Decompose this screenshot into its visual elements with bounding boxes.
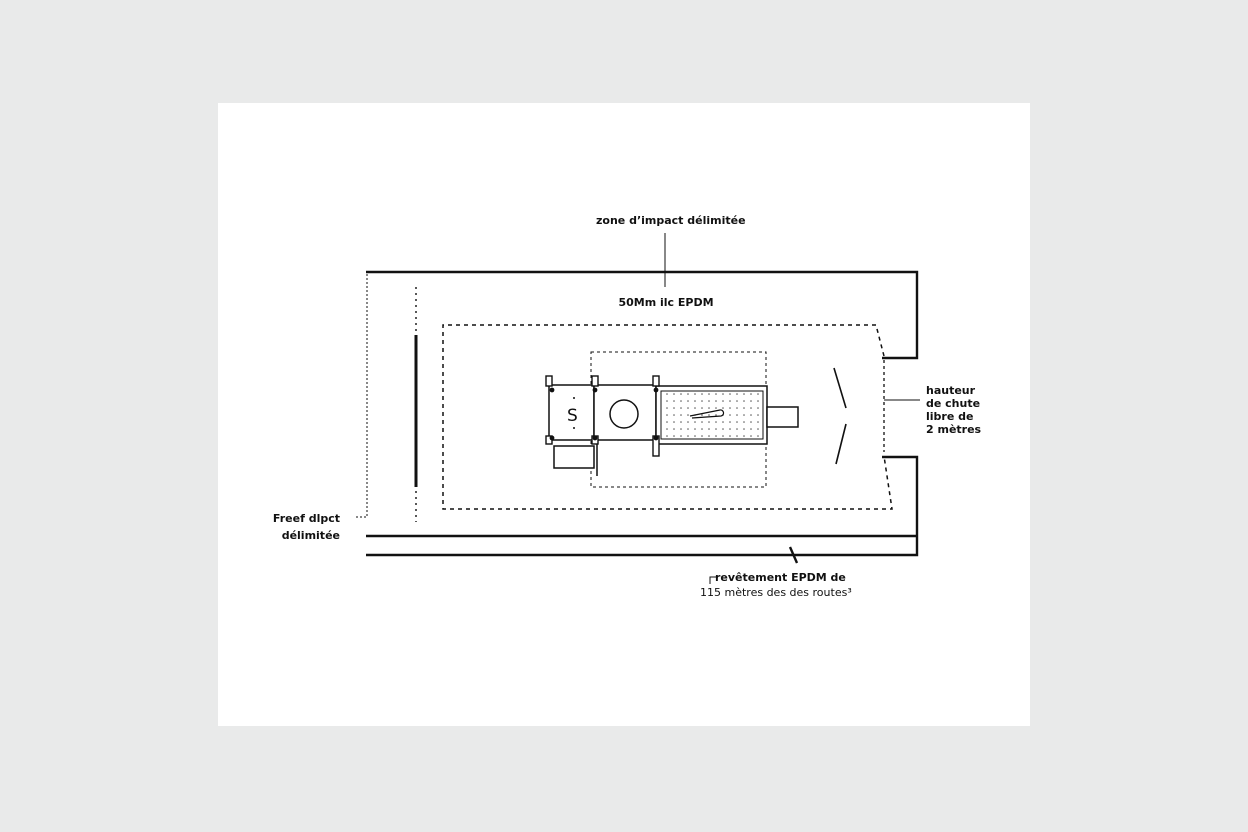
fall-height-label: hauteur de chute libre de 2 mètres [926, 384, 981, 436]
post [545, 375, 553, 387]
bolt [653, 387, 659, 393]
surface-label-line1: revêtement EPDM de [715, 571, 846, 584]
play-structure: S [545, 375, 799, 476]
bolt [573, 397, 575, 399]
step-block [553, 445, 595, 469]
fall-height-line: hauteur [926, 384, 976, 397]
slide-bed [660, 390, 764, 440]
module-letter: S [567, 406, 578, 426]
free-zone-edge [356, 274, 368, 518]
bolt [653, 435, 659, 441]
post-bolts [549, 387, 659, 441]
swing-stroke-top [833, 367, 847, 409]
fall-height-line: de chute [926, 397, 981, 410]
impact-zone-boundary [442, 324, 893, 510]
fall-height-line: 2 mètres [926, 423, 982, 436]
post [652, 375, 660, 387]
bolt [592, 387, 598, 393]
surface-callout-mark [709, 576, 716, 584]
slide-handle [689, 409, 725, 419]
fall-height-line: libre de [926, 410, 974, 423]
slide-exit [766, 406, 799, 428]
porthole-circle [609, 399, 639, 429]
surface-callout-tick [788, 546, 799, 564]
impact-zone-label: zone d’impact délimitée [596, 214, 746, 227]
bolt [549, 387, 555, 393]
post [591, 375, 599, 387]
free-zone-line: délimitée [281, 529, 340, 542]
swing-stroke-bottom [835, 423, 847, 465]
outer-boundary [366, 270, 919, 557]
free-zone-label: Freef dlpct délimitée [250, 510, 340, 544]
bolt [573, 427, 575, 429]
bolt [549, 435, 555, 441]
epdm-thickness-label: 50Mm ilc EPDM [618, 296, 714, 309]
surface-label-line2: 115 mètres des des routes³ [700, 586, 852, 599]
bolt [592, 435, 598, 441]
platform-module-left [548, 384, 595, 441]
free-zone-line: Freef dlpct [272, 512, 340, 525]
